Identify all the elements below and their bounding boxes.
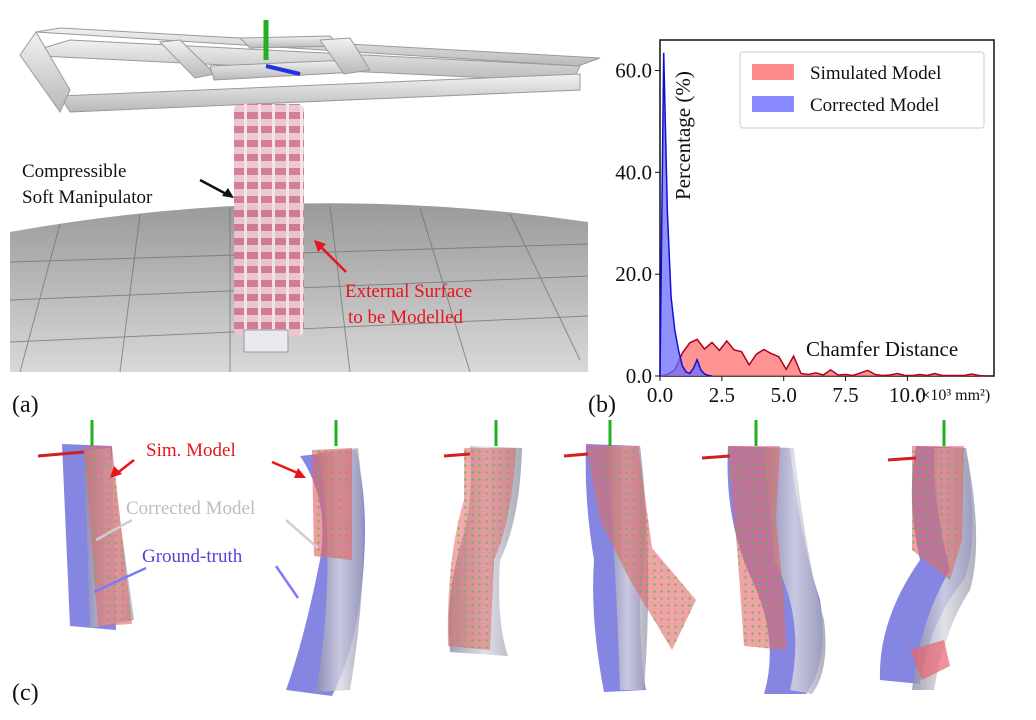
series-area-1: [660, 52, 712, 376]
series-area-0: [660, 339, 987, 376]
shape-5: [701, 420, 826, 694]
shape-2: [286, 420, 365, 696]
sim-model-annotation: Sim. Model: [146, 440, 236, 461]
panel-b-label: (b): [588, 392, 616, 418]
y-tick-label-0: 0.0: [626, 364, 652, 388]
chart-marks: [659, 52, 987, 377]
legend-label-simulated: Simulated Model: [810, 63, 941, 84]
x-tick-label-2: 5.0: [771, 383, 797, 407]
corrected-model-annotation: Corrected Model: [126, 498, 256, 519]
x-tick-label-0: 0.0: [647, 383, 673, 407]
manipulator-annotation-line1: Compressible: [22, 161, 127, 182]
manipulator-annotation-line2: Soft Manipulator: [22, 187, 153, 208]
shape-1: [37, 420, 134, 630]
chart-ticks: 0.0 2.5 5.0 7.5 10.0 0.0 20.0 40.0 60.0: [615, 59, 926, 407]
surface-annotation-line2: to be Modelled: [348, 307, 464, 328]
x-tick-label-3: 7.5: [832, 383, 858, 407]
legend-swatch-corrected: [752, 96, 794, 112]
y-tick-label-1: 20.0: [615, 262, 652, 286]
series-line-1: [659, 52, 713, 377]
panel-c-label: (c): [12, 680, 39, 706]
shape-4: [563, 420, 696, 692]
shape-3: [443, 420, 522, 656]
x-tick-label-4: 10.0: [889, 383, 926, 407]
panel-a-label: (a): [12, 392, 39, 418]
legend-label-corrected: Corrected Model: [810, 95, 939, 116]
y-tick-label-3: 60.0: [615, 59, 652, 83]
panel-c-scene: [37, 420, 977, 696]
y-tick-label-2: 40.0: [615, 160, 652, 184]
aluminium-frame: [19, 27, 601, 114]
legend: Simulated Model Corrected Model: [739, 51, 985, 129]
chamfer-chart: 0.0 2.5 5.0 7.5 10.0 0.0 20.0 40.0 60.0 Simulate…: [615, 39, 995, 407]
legend-swatch-simulated: [752, 64, 794, 80]
surface-annotation-line1: External Surface: [345, 281, 473, 302]
x-axis-label: Chamfer Distance: [806, 337, 958, 361]
panel-a-scene: [9, 20, 601, 373]
shape-6: [879, 420, 977, 690]
series-line-0: [659, 338, 987, 377]
y-axis-label: Percentage (%): [671, 71, 695, 200]
soft-manipulator: [234, 104, 304, 353]
ground-truth-annotation: Ground-truth: [142, 546, 243, 567]
axis-x: [265, 64, 301, 76]
x-tick-label-1: 2.5: [709, 383, 735, 407]
x-unit-label: (×10³ mm²): [916, 387, 990, 404]
